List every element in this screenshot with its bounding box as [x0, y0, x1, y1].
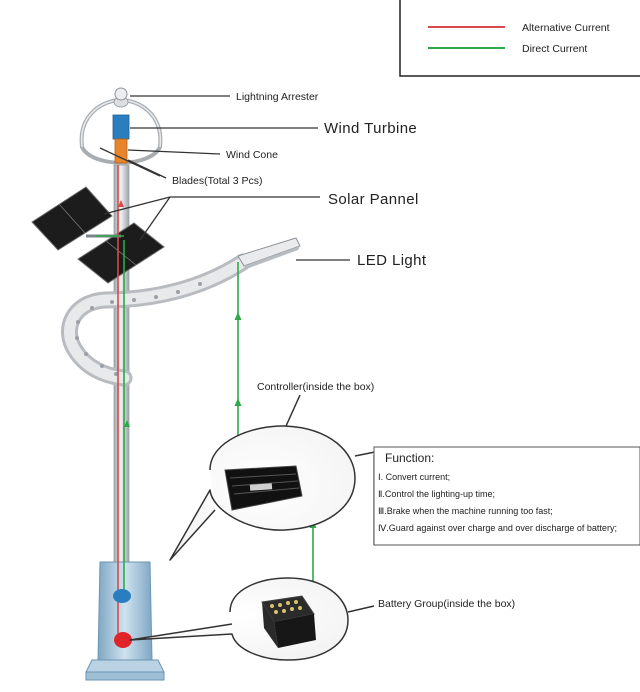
legend-dc-label: Direct Current: [522, 43, 587, 55]
led-lamp-head: [237, 237, 301, 269]
node-blue: [113, 589, 131, 603]
function-item: Ⅱ.Control the lighting-up time;: [378, 489, 495, 499]
pole: [113, 164, 130, 566]
node-red: [114, 632, 132, 648]
function-box: Function: Ⅰ. Convert current; Ⅱ.Control …: [373, 446, 640, 546]
label-wind-cone: Wind Cone: [226, 149, 278, 161]
label-solar-panel: Solar Pannel: [328, 191, 419, 208]
pole-base-box: [85, 561, 165, 681]
label-lightning-arrester: Lightning Arrester: [236, 91, 319, 103]
wind-turbine: [79, 87, 163, 165]
legend: Alternative Current Direct Current: [399, 0, 640, 77]
controller-device: [224, 465, 303, 511]
function-item: Ⅳ.Guard against over charge and over dis…: [378, 523, 617, 533]
pole-wiring: [96, 165, 130, 640]
label-controller: Controller(inside the box): [257, 381, 374, 393]
label-blades: Blades(Total 3 Pcs): [172, 175, 262, 187]
label-wind-turbine: Wind Turbine: [324, 120, 417, 137]
label-battery: Battery Group(inside the box): [378, 598, 515, 610]
battery-device: [261, 595, 316, 648]
function-title: Function:: [385, 451, 434, 465]
function-item: Ⅰ. Convert current;: [378, 472, 450, 482]
legend-ac-label: Alternative Current: [522, 22, 610, 34]
function-item: Ⅲ.Brake when the machine running too fas…: [378, 506, 553, 516]
label-led-light: LED Light: [357, 252, 427, 269]
battery-bubble: [129, 577, 375, 661]
lamp-arm: [61, 253, 252, 387]
